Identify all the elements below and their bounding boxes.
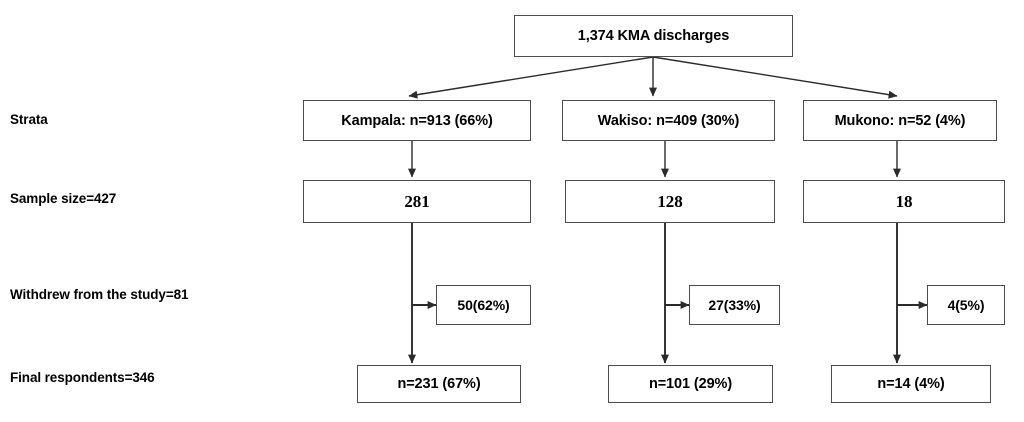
node-withdrew-mukono-label: 4(5%) <box>947 297 985 313</box>
node-strata-mukono[interactable]: Mukono: n=52 (4%) <box>803 100 997 141</box>
node-final-wakiso[interactable]: n=101 (29%) <box>608 365 773 403</box>
node-sample-size-mukono[interactable]: 18 <box>803 180 1005 223</box>
node-strata-wakiso[interactable]: Wakiso: n=409 (30%) <box>562 100 775 141</box>
row-label-strata: Strata <box>10 112 48 127</box>
row-label-withdrew: Withdrew from the study=81 <box>10 287 189 302</box>
row-label-final-respondents: Final respondents=346 <box>10 370 155 385</box>
node-sample-size-kampala-label: 281 <box>404 191 430 211</box>
node-final-kampala[interactable]: n=231 (67%) <box>357 365 521 403</box>
node-sample-size-mukono-label: 18 <box>895 191 913 211</box>
node-final-kampala-label: n=231 (67%) <box>397 376 481 392</box>
node-withdrew-kampala-label: 50(62%) <box>457 297 510 313</box>
connector-top-to-mukono <box>652 56 898 99</box>
node-strata-kampala-label: Kampala: n=913 (66%) <box>341 112 493 129</box>
connector-top-to-kampala <box>408 56 654 99</box>
node-sample-size-wakiso[interactable]: 128 <box>565 180 775 223</box>
node-total-discharges[interactable]: 1,374 KMA discharges <box>514 15 793 57</box>
node-withdrew-wakiso-label: 27(33%) <box>708 297 761 313</box>
node-sample-size-kampala[interactable]: 281 <box>303 180 531 223</box>
node-withdrew-kampala[interactable]: 50(62%) <box>436 285 531 325</box>
row-label-sample-size: Sample size=427 <box>10 191 117 206</box>
node-strata-wakiso-label: Wakiso: n=409 (30%) <box>597 112 740 129</box>
node-withdrew-mukono[interactable]: 4(5%) <box>927 285 1005 325</box>
node-total-discharges-label: 1,374 KMA discharges <box>577 28 730 44</box>
node-final-wakiso-label: n=101 (29%) <box>648 376 733 392</box>
node-withdrew-wakiso[interactable]: 27(33%) <box>689 285 780 325</box>
node-final-mukono-label: n=14 (4%) <box>877 376 945 392</box>
node-sample-size-wakiso-label: 128 <box>657 191 683 211</box>
node-strata-kampala[interactable]: Kampala: n=913 (66%) <box>303 100 531 141</box>
node-strata-mukono-label: Mukono: n=52 (4%) <box>834 112 966 129</box>
node-final-mukono[interactable]: n=14 (4%) <box>831 365 991 403</box>
